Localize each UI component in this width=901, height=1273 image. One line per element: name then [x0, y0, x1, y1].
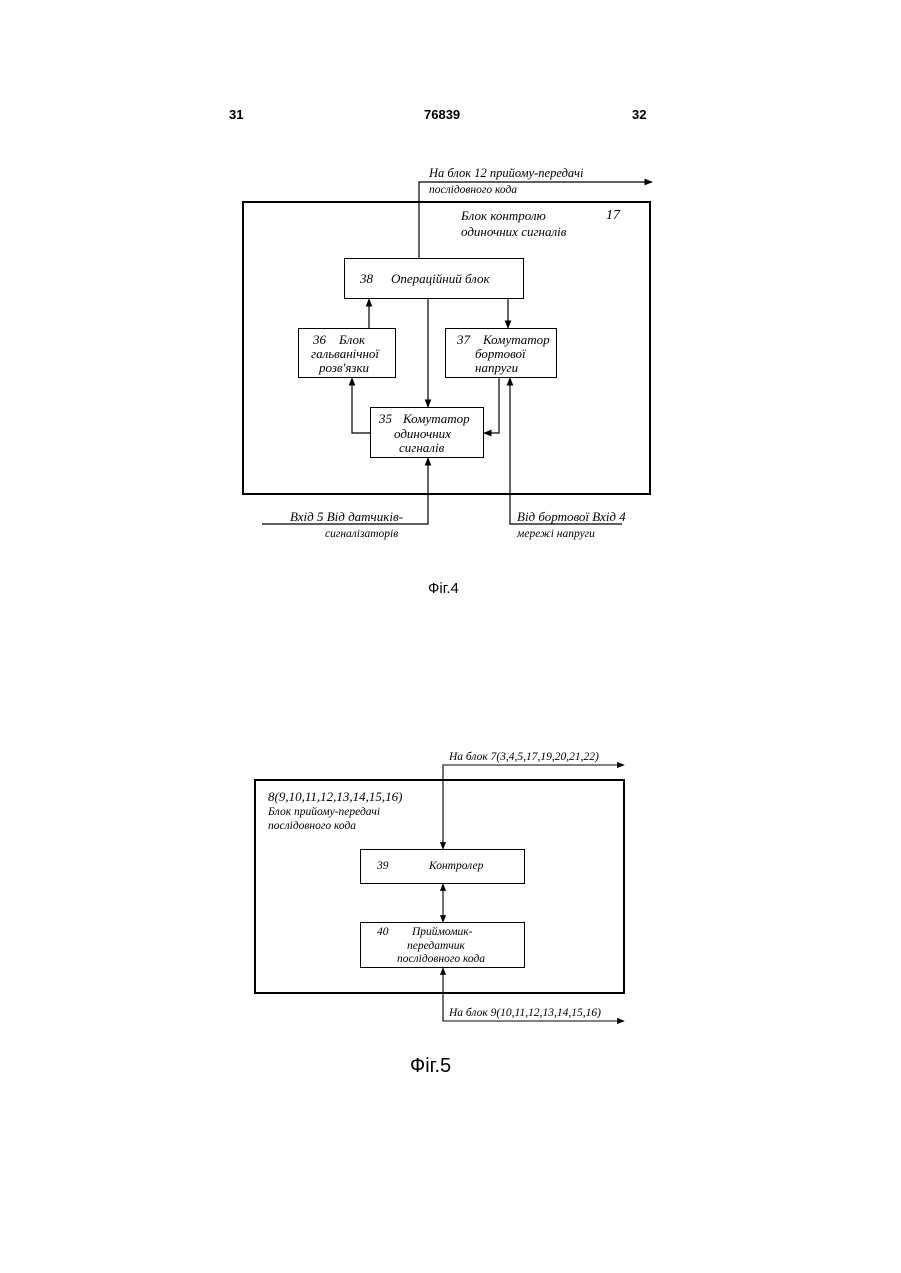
block-8-title-line2: Блок прийому-передачі [268, 806, 380, 819]
block-39: 39 Контролер [360, 849, 525, 884]
block-39-number: 39 [377, 860, 389, 873]
block-8-title-line3: послідовного кода [268, 820, 356, 833]
block-40-line2: передатчик [407, 940, 465, 953]
block-40: 40 Приймомик- передатчик послідовного ко… [360, 922, 525, 968]
fig5-output-label: На блок 7(3,4,5,17,19,20,21,22) [449, 751, 599, 764]
block-40-line1: Приймомик- [412, 926, 473, 939]
block-40-number: 40 [377, 926, 389, 939]
fig5-caption: Фіг.5 [410, 1055, 451, 1078]
block-39-name: Контролер [429, 860, 483, 873]
block-8-title-line1: 8(9,10,11,12,13,14,15,16) [268, 789, 402, 804]
fig5-bottom-label: На блок 9(10,11,12,13,14,15,16) [449, 1007, 601, 1020]
block-40-line3: послідовного кода [397, 953, 485, 966]
